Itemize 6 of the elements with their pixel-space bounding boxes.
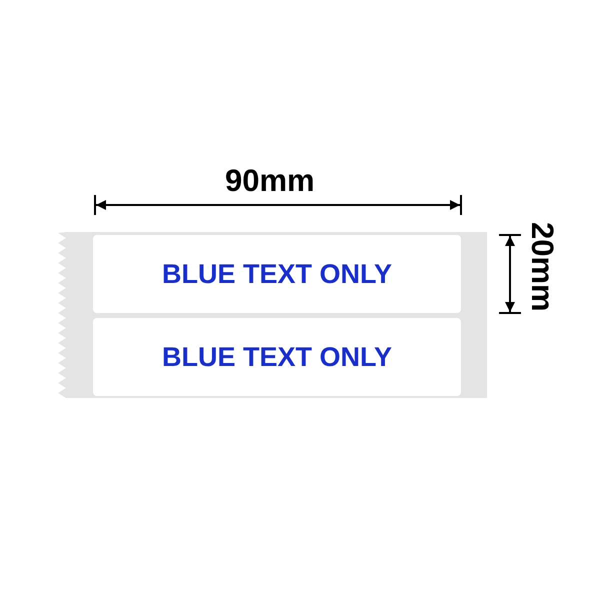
dimension-text: 90mm: [225, 165, 315, 196]
label-sticker: [93, 235, 461, 313]
label-text: BLUE TEXT ONLY: [162, 342, 392, 372]
label-sticker: [93, 318, 461, 396]
label-text: BLUE TEXT ONLY: [162, 258, 392, 290]
dimension-text: 20mm: [527, 222, 558, 312]
